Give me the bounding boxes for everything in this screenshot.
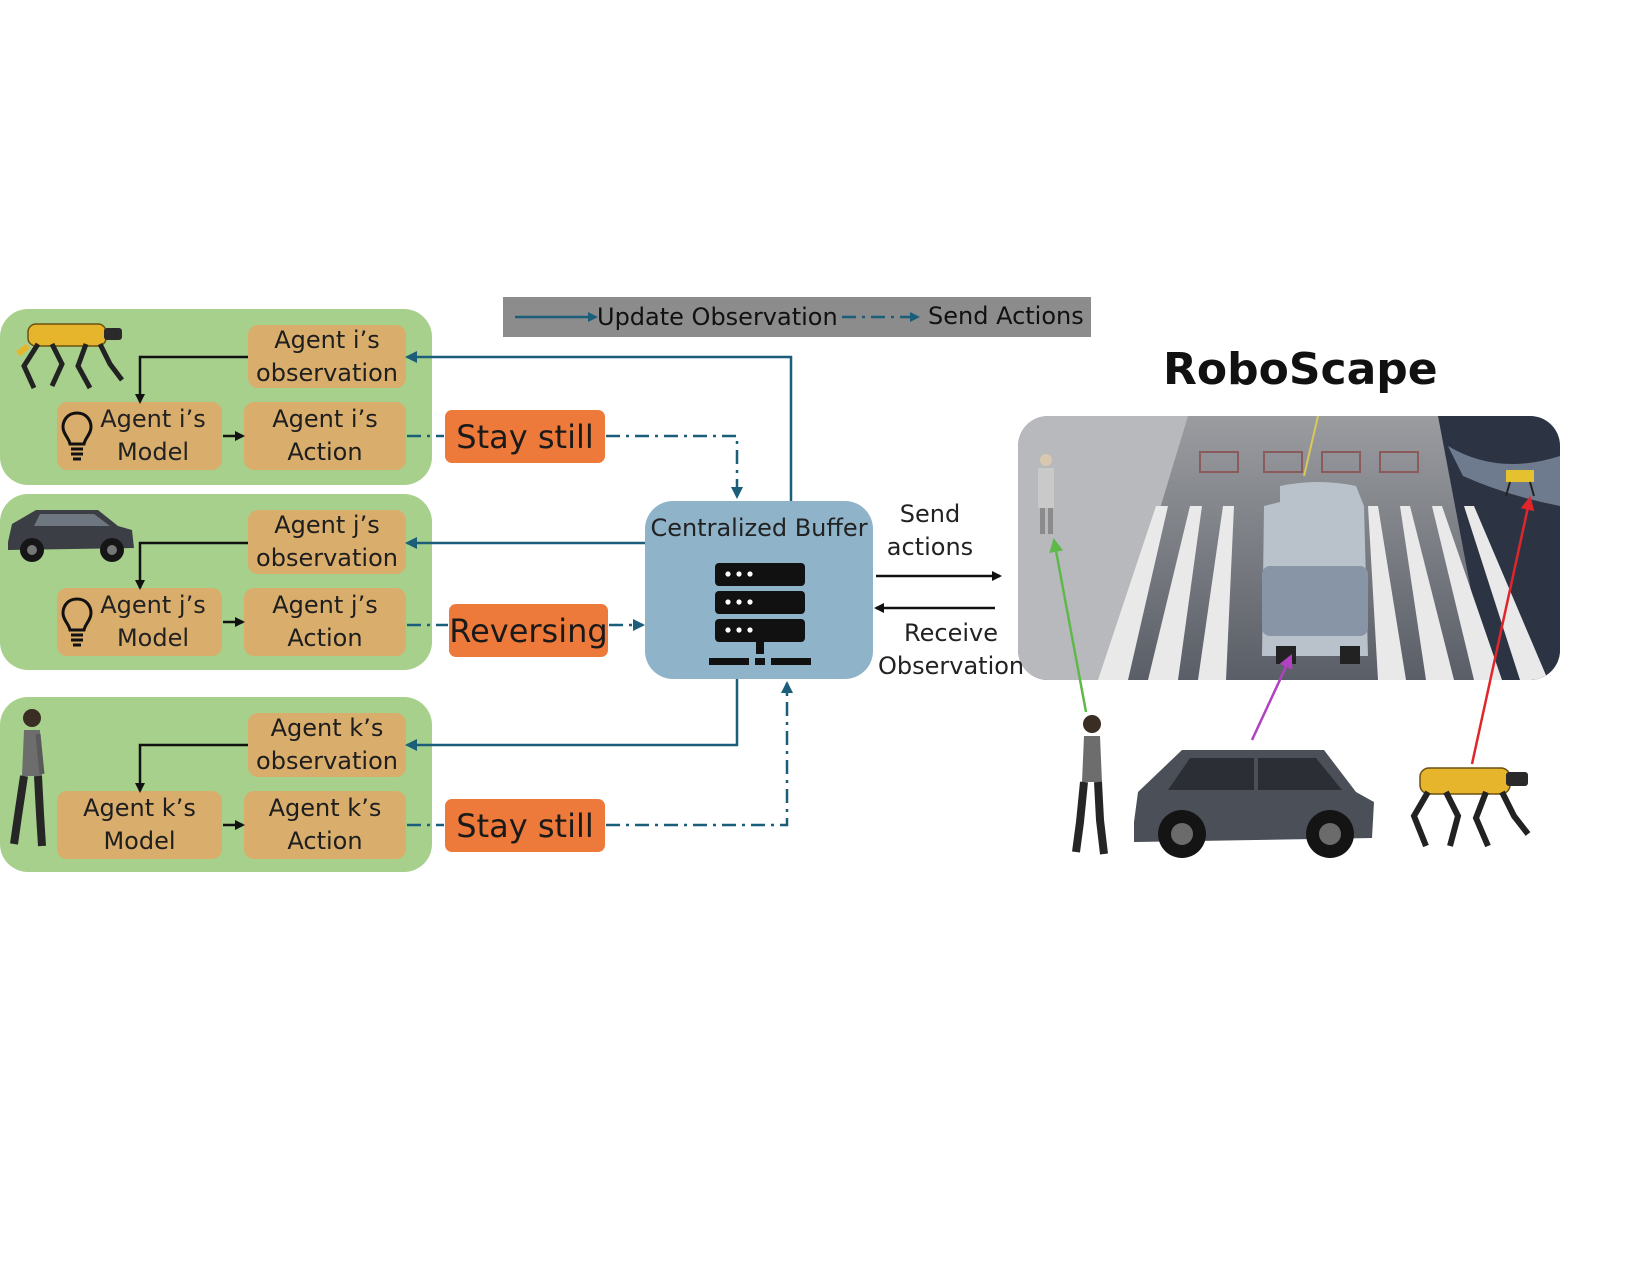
pedestrian-image [1072,715,1108,855]
pedestrian-image [10,709,46,847]
agent-k-action-box: Agent k’s Action [244,791,406,859]
simulation-scene-image [1018,416,1560,680]
roboscape-title: RoboScape [1163,344,1438,395]
robot-dog-image [16,323,124,390]
suv-car-image [1134,750,1374,858]
agent-i-action-box: Agent i’s Action [244,402,406,470]
agent-j-observation-box: Agent j’s observation [248,510,406,574]
lightbulb-icon [61,411,93,461]
suv-car-image [8,510,134,562]
server-icon [709,563,811,665]
buffer-label: Centralized Buffer [650,514,868,542]
send-actions-label: Send actions [886,500,974,561]
robot-dog-image [1410,767,1531,848]
legend-bar [503,297,1091,337]
lightbulb-icon [61,597,93,647]
receive-observation-label: Receive Observation [878,619,1025,680]
agent-i-command: Stay still [445,410,605,463]
agent-j-action-box: Agent j’s Action [244,588,406,656]
agent-j-command: Reversing [449,604,608,657]
agent-i-observation-box: Agent i’s observation [248,325,406,388]
legend-send-label: Send Actions [928,302,1084,330]
agent-k-command: Stay still [445,799,605,852]
agent-i-model-label: Agent i’s Model [100,405,206,466]
agent-k-observation-box: Agent k’s observation [248,713,406,777]
agent-k-model-box: Agent k’s Model [57,791,222,859]
agent-j-model-label: Agent j’s Model [100,591,206,652]
legend-update-label: Update Observation [597,303,838,331]
